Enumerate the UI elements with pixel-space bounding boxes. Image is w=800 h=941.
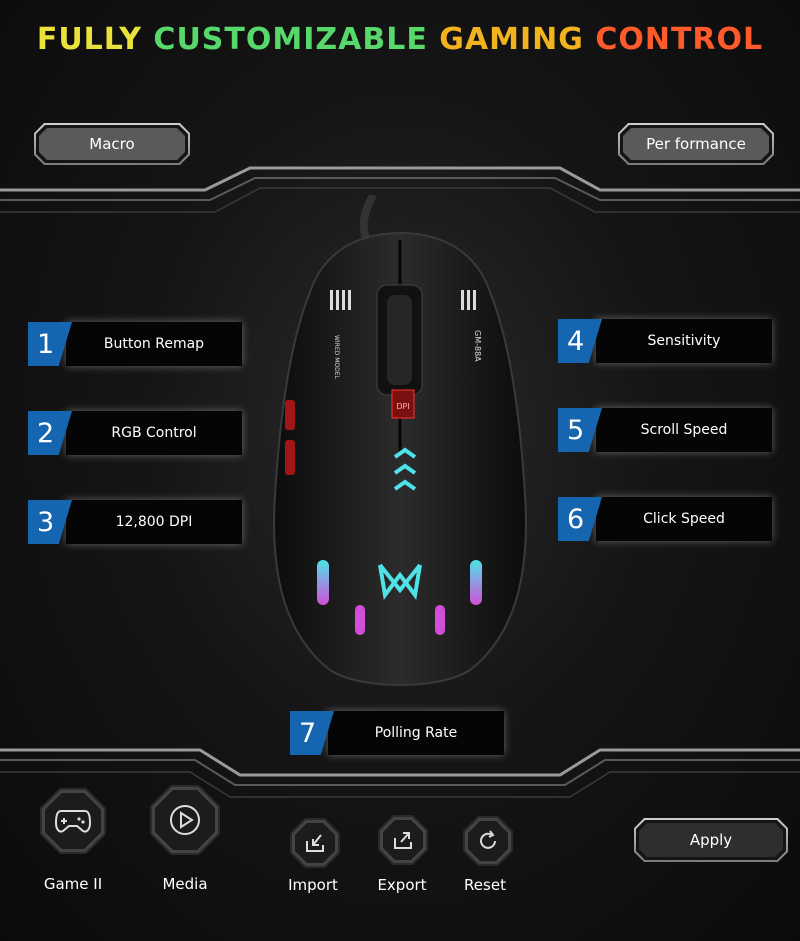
feature-label: Sensitivity	[596, 319, 772, 363]
import-icon	[306, 834, 324, 852]
reset-button[interactable]	[463, 816, 513, 866]
performance-tab-label: Per formance	[623, 128, 769, 160]
feature-label: Button Remap	[66, 322, 242, 366]
performance-tab[interactable]: Per formance	[618, 123, 774, 165]
reset-button-core	[468, 821, 508, 861]
title-word-1: FULLY	[36, 22, 142, 57]
media-label: Media	[162, 875, 208, 893]
feature-number: 7	[290, 711, 334, 755]
export-button[interactable]	[378, 815, 428, 865]
play-icon	[170, 805, 200, 835]
title-word-2: CUSTOMIZABLE	[153, 22, 428, 57]
reset-label: Reset	[464, 876, 506, 894]
export-icon	[394, 832, 412, 849]
media-button[interactable]	[150, 785, 220, 855]
apply-button[interactable]: Apply	[634, 818, 788, 862]
game-label: Game II	[43, 875, 103, 893]
dpi-badge: DPI	[396, 402, 409, 411]
import-button[interactable]	[290, 818, 340, 868]
feature-polling-rate[interactable]: 7 Polling Rate	[290, 711, 504, 755]
macro-tab-label: Macro	[39, 128, 185, 160]
export-label: Export	[377, 876, 427, 894]
feature-label: Polling Rate	[328, 711, 504, 755]
media-button-core	[155, 790, 215, 850]
mode-label: WIRED MODEL	[333, 335, 340, 380]
title-word-4: CONTROL	[595, 22, 764, 57]
feature-rgb-control[interactable]: 2 RGB Control	[28, 411, 242, 455]
macro-tab[interactable]: Macro	[34, 123, 190, 165]
page-title: FULLY CUSTOMIZABLE GAMING CONTROL	[0, 22, 800, 57]
feature-click-speed[interactable]: 6 Click Speed	[558, 497, 772, 541]
feature-sensitivity[interactable]: 4 Sensitivity	[558, 319, 772, 363]
feature-button-remap[interactable]: 1 Button Remap	[28, 322, 242, 366]
gaming-mouse-image: DPI GM-88A WIRED MODEL	[273, 195, 527, 686]
feature-label: Click Speed	[596, 497, 772, 541]
apply-button-label: Apply	[639, 823, 783, 857]
feature-label: RGB Control	[66, 411, 242, 455]
gamepad-icon	[55, 810, 91, 833]
model-label: GM-88A	[473, 330, 482, 362]
game-button-core	[45, 793, 101, 849]
import-label: Import	[288, 876, 338, 894]
feature-label: Scroll Speed	[596, 408, 772, 452]
feature-scroll-speed[interactable]: 5 Scroll Speed	[558, 408, 772, 452]
reset-icon	[480, 830, 496, 849]
title-word-3: GAMING	[439, 22, 584, 57]
feature-label: 12,800 DPI	[66, 500, 242, 544]
game-button[interactable]	[40, 788, 106, 854]
feature-dpi[interactable]: 3 12,800 DPI	[28, 500, 242, 544]
